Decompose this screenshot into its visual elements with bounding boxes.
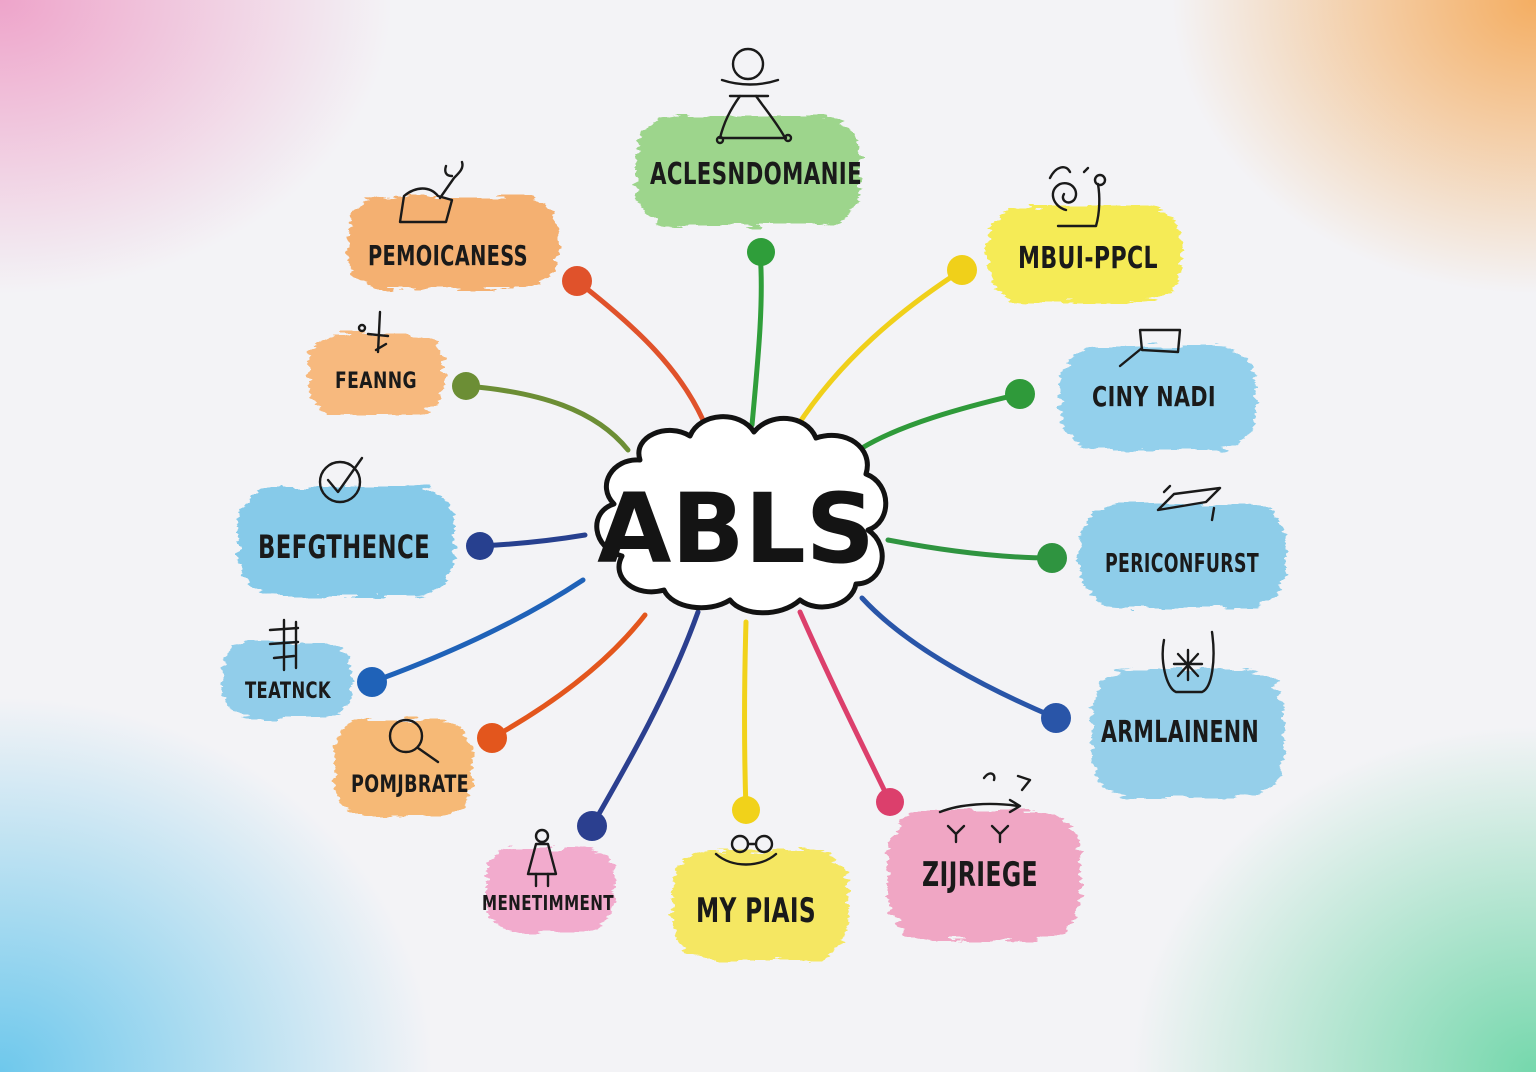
branch-armlainenn — [859, 595, 1059, 721]
node-label-mypiais: MY PIAIS — [696, 891, 816, 931]
dot-menetimment — [577, 811, 607, 841]
node-label-zijriege: ZIJRIEGE — [922, 855, 1038, 895]
branch-periconfurst — [885, 537, 1055, 561]
node-icons — [268, 47, 1222, 888]
branch-mypiais — [742, 619, 749, 813]
person-dress-icon — [526, 828, 558, 888]
node-label-feanng: FEANNG — [335, 369, 417, 394]
tablet-icon — [1156, 484, 1222, 522]
branch-menetimment — [589, 609, 701, 829]
wash-pomjbrate — [334, 720, 472, 816]
node-label-teatnck: TEATNCK — [245, 679, 331, 704]
flag-icon — [1118, 328, 1182, 368]
dot-armlainenn — [1041, 703, 1071, 733]
node-labels: ACLESNDOMANIE PEMOICANESS FEANNG BEFGTHE… — [245, 157, 1259, 931]
dot-teatnck — [357, 667, 387, 697]
wash-feanng — [308, 334, 444, 414]
branch-aclesndomanie — [749, 249, 764, 428]
dot-cinynadi — [1005, 379, 1035, 409]
wash-befgthence — [238, 486, 454, 596]
house-branch-icon — [398, 160, 464, 224]
wash-cinynadi — [1060, 346, 1256, 450]
node-label-armlainenn: ARMLAINENN — [1101, 715, 1259, 750]
node-label-aclesndomanie: ACLESNDOMANIE — [650, 157, 862, 192]
branch-teatnck — [369, 577, 586, 685]
dot-zijriege — [876, 788, 904, 816]
wash-mypiais — [672, 850, 848, 960]
wash-menetimment — [486, 848, 614, 932]
sparkle-jar-icon — [1161, 630, 1215, 694]
node-label-pemoicaness: PEMOICANESS — [368, 239, 528, 272]
branch-feanng — [463, 383, 631, 453]
branch-dots — [357, 238, 1071, 841]
wash-teatnck — [222, 642, 352, 718]
dot-befgthence — [466, 532, 494, 560]
dot-mbuipppcl — [947, 255, 977, 285]
wash-zijriege — [888, 810, 1080, 940]
branch-pemoicaness — [574, 278, 706, 423]
node-label-cinynadi: CINY NADI — [1092, 380, 1216, 413]
wash-periconfurst — [1080, 504, 1286, 608]
dot-aclesndomanie — [747, 238, 775, 266]
node-label-pomjbrate: POMJBRATE — [351, 770, 469, 798]
wash-armlainenn — [1092, 668, 1284, 798]
person-balance-icon — [715, 47, 793, 145]
center-label: ABLS — [597, 473, 875, 585]
dot-feanng — [452, 372, 480, 400]
arrows-icon — [938, 772, 1032, 844]
checkmark-circle-icon — [318, 456, 364, 504]
dot-periconfurst — [1037, 543, 1067, 573]
node-label-befgthence: BEFGTHENCE — [258, 528, 430, 566]
center-node: ABLS — [594, 414, 889, 616]
glasses-smile-icon — [714, 834, 778, 866]
dot-mypiais — [732, 796, 760, 824]
tree-icon — [268, 618, 300, 672]
dot-pemoicaness — [562, 266, 592, 296]
magnifier-icon — [388, 718, 440, 764]
branch-lines — [369, 249, 1059, 829]
branch-befgthence — [477, 532, 588, 549]
branch-pomjbrate — [489, 612, 648, 741]
branch-zijriege — [797, 609, 893, 805]
branch-mbuipppcl — [793, 267, 965, 431]
node-label-menetimment: MENETIMMENT — [482, 891, 614, 915]
wash-mbuipppcl — [988, 206, 1182, 302]
branch-cinynadi — [859, 391, 1023, 451]
dot-pomjbrate — [477, 723, 507, 753]
center-cloud — [594, 414, 889, 616]
node-label-periconfurst: PERICONFURST — [1105, 549, 1259, 579]
node-washes — [222, 116, 1286, 960]
node-label-mbuipppcl: MBUI-PPCL — [1018, 241, 1158, 276]
snail-icon — [1048, 166, 1107, 228]
scissors-icon — [357, 310, 390, 354]
wash-aclesndomanie — [636, 116, 860, 226]
